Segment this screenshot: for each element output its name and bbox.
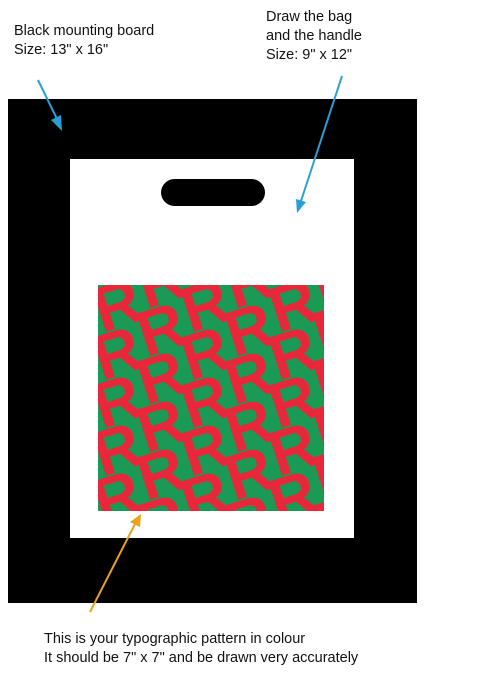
pattern-label-line-1: This is your typographic pattern in colo… <box>44 630 358 649</box>
bag-label-line-2: and the handle <box>266 27 362 46</box>
pattern-label: This is your typographic pattern in colo… <box>44 630 358 668</box>
mounting-board-label: Black mounting board Size: 13" x 16" <box>14 22 154 60</box>
mounting-board-size-label: Size: 13" x 16" <box>14 41 154 60</box>
typographic-pattern-graphic: RRRRRRRRRRRRRRRRRRRRRRRRRRRRRRRRRRRRRRRR… <box>98 285 324 511</box>
pattern-size-label: It should be 7" x 7" and be drawn very a… <box>44 649 358 668</box>
bag-size-label: Size: 9" x 12" <box>266 46 362 65</box>
bag-label: Draw the bag and the handle Size: 9" x 1… <box>266 8 362 65</box>
bag-handle <box>161 179 265 206</box>
typographic-pattern: RRRRRRRRRRRRRRRRRRRRRRRRRRRRRRRRRRRRRRRR… <box>98 285 324 511</box>
pattern-letter-group: RRRRRRRRRRRRRRRRRRRRRRRRRRRRRRRRRRRRRRRR… <box>98 285 324 511</box>
mounting-board-label-line-1: Black mounting board <box>14 22 154 41</box>
bag-label-line-1: Draw the bag <box>266 8 362 27</box>
